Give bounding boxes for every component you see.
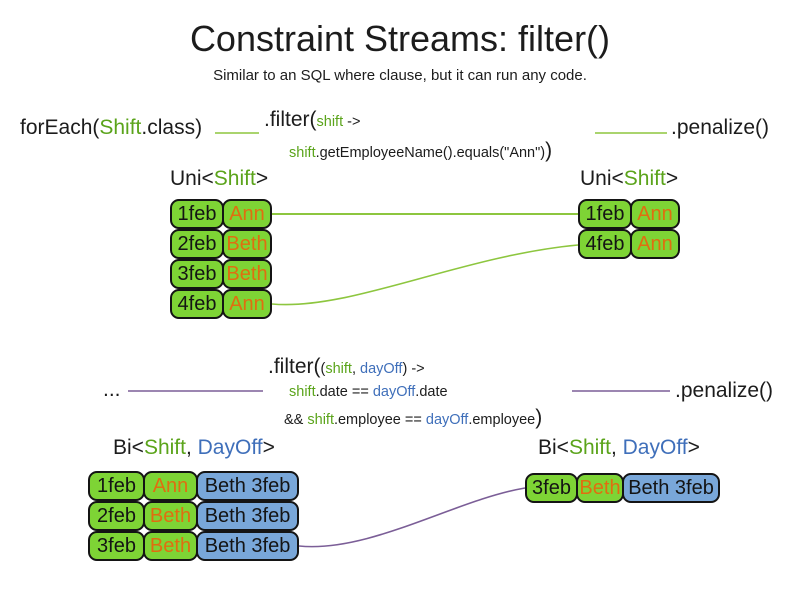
dayoff-cell: Beth 3feb [196, 531, 299, 561]
bi-heading-left: Bi<Shift, DayOff> [113, 436, 275, 460]
filter2-head: .filter((shift, dayOff) -> [268, 355, 425, 379]
shift-date-cell: 4feb [170, 289, 224, 319]
shift-date-cell: 3feb [170, 259, 224, 289]
uni-stream-table-right: 1feb Ann 4feb Ann [578, 199, 680, 259]
filter1-fn: .filter( [264, 108, 317, 131]
uni-left-open: Uni< [170, 167, 214, 190]
bi-right-type2: DayOff [622, 436, 688, 459]
uni-left-type: Shift [213, 167, 256, 190]
bi-left-close: > [262, 436, 275, 459]
penalize1-expression: .penalize() [671, 116, 770, 139]
bi-heading-right: Bi<Shift, DayOff> [538, 436, 700, 460]
bi-right-open: Bi< [538, 436, 569, 459]
filter1-arrow: -> [343, 114, 361, 130]
page-title: Constraint Streams: filter() [189, 18, 611, 59]
bi-left-type1: Shift [143, 436, 186, 459]
filter2-l2-end: .date [415, 384, 448, 400]
uni-left-close: > [255, 167, 269, 190]
filter1-body-rest: .getEmployeeName().equals("Ann") [315, 145, 546, 161]
shift-employee-cell: Beth [143, 501, 198, 531]
filter2-l3-op: .employee == [333, 412, 426, 428]
filter2-param1: shift [325, 361, 352, 377]
foreach-expression: forEach(Shift.class) [20, 116, 202, 140]
page-subtitle: Similar to an SQL where clause, but it c… [213, 67, 587, 84]
bi-stream-table-left: 1feb Ann Beth 3feb 2feb Beth Beth 3feb 3… [88, 471, 299, 561]
filter2-l2-op: .date == [315, 384, 373, 400]
uni-shift-heading-left: Uni<Shift> [170, 167, 268, 191]
table-row: 4feb Ann [578, 229, 680, 259]
shift-employee-cell: Ann [143, 471, 198, 501]
filter1-body: shift.getEmployeeName().equals("Ann")) [289, 139, 552, 163]
shift-employee-cell: Beth [222, 229, 272, 259]
table-row: 1feb Ann [578, 199, 680, 229]
table-row: 1feb Ann Beth 3feb [88, 471, 299, 501]
shift-date-cell: 3feb [525, 473, 578, 503]
filter2-l3-and: && [284, 412, 308, 428]
uni-right-open: Uni< [580, 167, 624, 190]
foreach-end: .class) [141, 116, 203, 139]
table-row: 4feb Ann [170, 289, 272, 319]
bi-left-comma: , [185, 436, 198, 459]
uni-stream-table-left: 1feb Ann 2feb Beth 3feb Beth 4feb Ann [170, 199, 272, 319]
shift-date-cell: 4feb [578, 229, 632, 259]
shift-employee-cell: Beth [576, 473, 624, 503]
filter2-comma: , [351, 361, 360, 377]
filter1-body-var: shift [289, 145, 316, 161]
bi-right-close: > [687, 436, 700, 459]
filter2-fn: .filter( [268, 355, 321, 378]
uni-right-type: Shift [623, 167, 666, 190]
shift-employee-cell: Ann [630, 229, 680, 259]
bi-stream-table-right: 3feb Beth Beth 3feb [525, 473, 720, 503]
shift-date-cell: 1feb [170, 199, 224, 229]
shift-date-cell: 1feb [578, 199, 632, 229]
filter2-l3-close: ) [535, 406, 543, 429]
table-row: 3feb Beth Beth 3feb [525, 473, 720, 503]
connector-3feb-pair-curve [298, 487, 526, 548]
dayoff-cell: Beth 3feb [196, 471, 299, 501]
shift-date-cell: 2feb [88, 501, 145, 531]
source-ellipsis: ... [103, 378, 121, 401]
filter2-l3-shift: shift [307, 412, 334, 428]
filter2-arrow: -> [407, 361, 425, 377]
foreach-arg: Shift [99, 116, 142, 139]
uni-right-close: > [665, 167, 679, 190]
filter2-paren-open: ( [320, 361, 326, 377]
filter2-paren-close: ) [402, 361, 408, 377]
shift-employee-cell: Ann [222, 199, 272, 229]
table-row: 3feb Beth Beth 3feb [88, 531, 299, 561]
bi-right-type1: Shift [568, 436, 611, 459]
filter1-param: shift [316, 114, 344, 130]
shift-date-cell: 2feb [170, 229, 224, 259]
shift-employee-cell: Ann [222, 289, 272, 319]
table-row: 2feb Beth [170, 229, 272, 259]
filter2-body-line1: shift.date == dayOff.date [289, 384, 448, 400]
dayoff-cell: Beth 3feb [622, 473, 720, 503]
shift-date-cell: 1feb [88, 471, 145, 501]
filter2-l3-end: .employee [468, 412, 536, 428]
filter1-body-close: ) [545, 139, 553, 162]
filter2-l2-shift: shift [289, 384, 316, 400]
shift-date-cell: 3feb [88, 531, 145, 561]
bi-left-open: Bi< [113, 436, 144, 459]
dayoff-cell: Beth 3feb [196, 501, 299, 531]
penalize2-expression: .penalize() [675, 379, 774, 402]
filter2-l2-dayoff: dayOff [372, 384, 416, 400]
table-row: 1feb Ann [170, 199, 272, 229]
filter1-head: .filter(shift -> [264, 108, 360, 132]
bi-left-type2: DayOff [197, 436, 263, 459]
shift-employee-cell: Beth [222, 259, 272, 289]
filter2-l3-dayoff: dayOff [425, 412, 469, 428]
foreach-fn: forEach( [20, 116, 100, 139]
table-row: 3feb Beth [170, 259, 272, 289]
shift-employee-cell: Beth [143, 531, 198, 561]
filter2-body-line2: && shift.employee == dayOff.employee) [284, 406, 542, 430]
uni-shift-heading-right: Uni<Shift> [580, 167, 678, 191]
bi-right-comma: , [610, 436, 623, 459]
filter2-param2: dayOff [360, 361, 403, 377]
table-row: 2feb Beth Beth 3feb [88, 501, 299, 531]
connector-4feb-ann-curve [271, 244, 579, 306]
shift-employee-cell: Ann [630, 199, 680, 229]
